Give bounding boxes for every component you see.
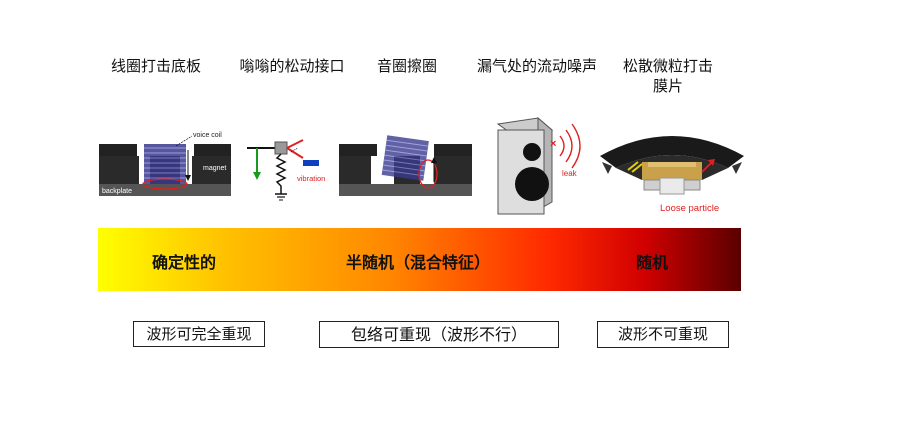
voice-coil-leader — [175, 135, 193, 147]
woofer — [515, 167, 549, 201]
loose-particle-label: Loose particle — [660, 203, 719, 214]
voice-coil-winding — [144, 144, 186, 184]
leak-mark: × — [550, 138, 556, 150]
leak-wave-2 — [565, 129, 573, 163]
backplate-label: backplate — [102, 188, 132, 195]
tweeter — [523, 143, 541, 161]
rub-highlight — [418, 159, 438, 189]
vibration-label: vibration — [297, 174, 325, 183]
deterministic-label: 确定性的 — [152, 253, 217, 272]
joint-block — [274, 141, 288, 155]
magnet-right — [192, 156, 231, 184]
envelope-reproducible-box: 包络可重现（波形不行） — [319, 321, 559, 348]
leak-speaker-figure: × leak — [496, 116, 581, 215]
leak-label: leak — [562, 169, 578, 178]
tilted-voice-coil — [381, 135, 429, 181]
caption-buzzing-loose-joint: 嗡嗡的松动接口 — [239, 57, 345, 75]
random-label: 随机 — [636, 253, 669, 272]
spring — [275, 153, 287, 194]
backplate — [99, 184, 231, 196]
particle-arrow — [701, 161, 713, 173]
magnet-top-left — [99, 144, 137, 156]
loose-arm-upper — [286, 139, 304, 149]
magnet-left — [99, 156, 139, 184]
magnet-label: magnet — [203, 165, 226, 172]
not-reproducible-box: 波形不可重现 — [597, 321, 729, 348]
coil-backplate-figure: voice coil magnet backplate — [99, 132, 231, 196]
leak-wave-1 — [559, 135, 565, 157]
caption-loose-particle: 松散微粒打击膜片 — [622, 57, 713, 95]
vibration-bar — [303, 160, 319, 166]
green-arrow-head — [253, 172, 261, 180]
impact-highlight — [142, 178, 188, 190]
randomness-gradient-bar — [98, 228, 741, 291]
caption-air-leak-noise: 漏气处的流动噪声 — [476, 57, 597, 75]
loose-arm-lower — [286, 147, 304, 159]
loose-particle-figure: Loose particle — [600, 136, 744, 214]
caption-coil-hits-backplate: 线圈打击底板 — [110, 57, 201, 75]
fully-reproducible-box: 波形可完全重现 — [133, 321, 265, 347]
loose-joint-figure: vibration — [247, 139, 325, 201]
magnet-top-right — [194, 144, 231, 156]
voice-coil-label: voice coil — [193, 132, 222, 139]
coil-rub-figure — [339, 135, 472, 196]
caption-voice-coil-rub: 音圈擦圈 — [376, 57, 437, 75]
semi-random-label: 半随机（混合特征） — [346, 253, 491, 272]
leak-wave-3 — [571, 123, 581, 169]
